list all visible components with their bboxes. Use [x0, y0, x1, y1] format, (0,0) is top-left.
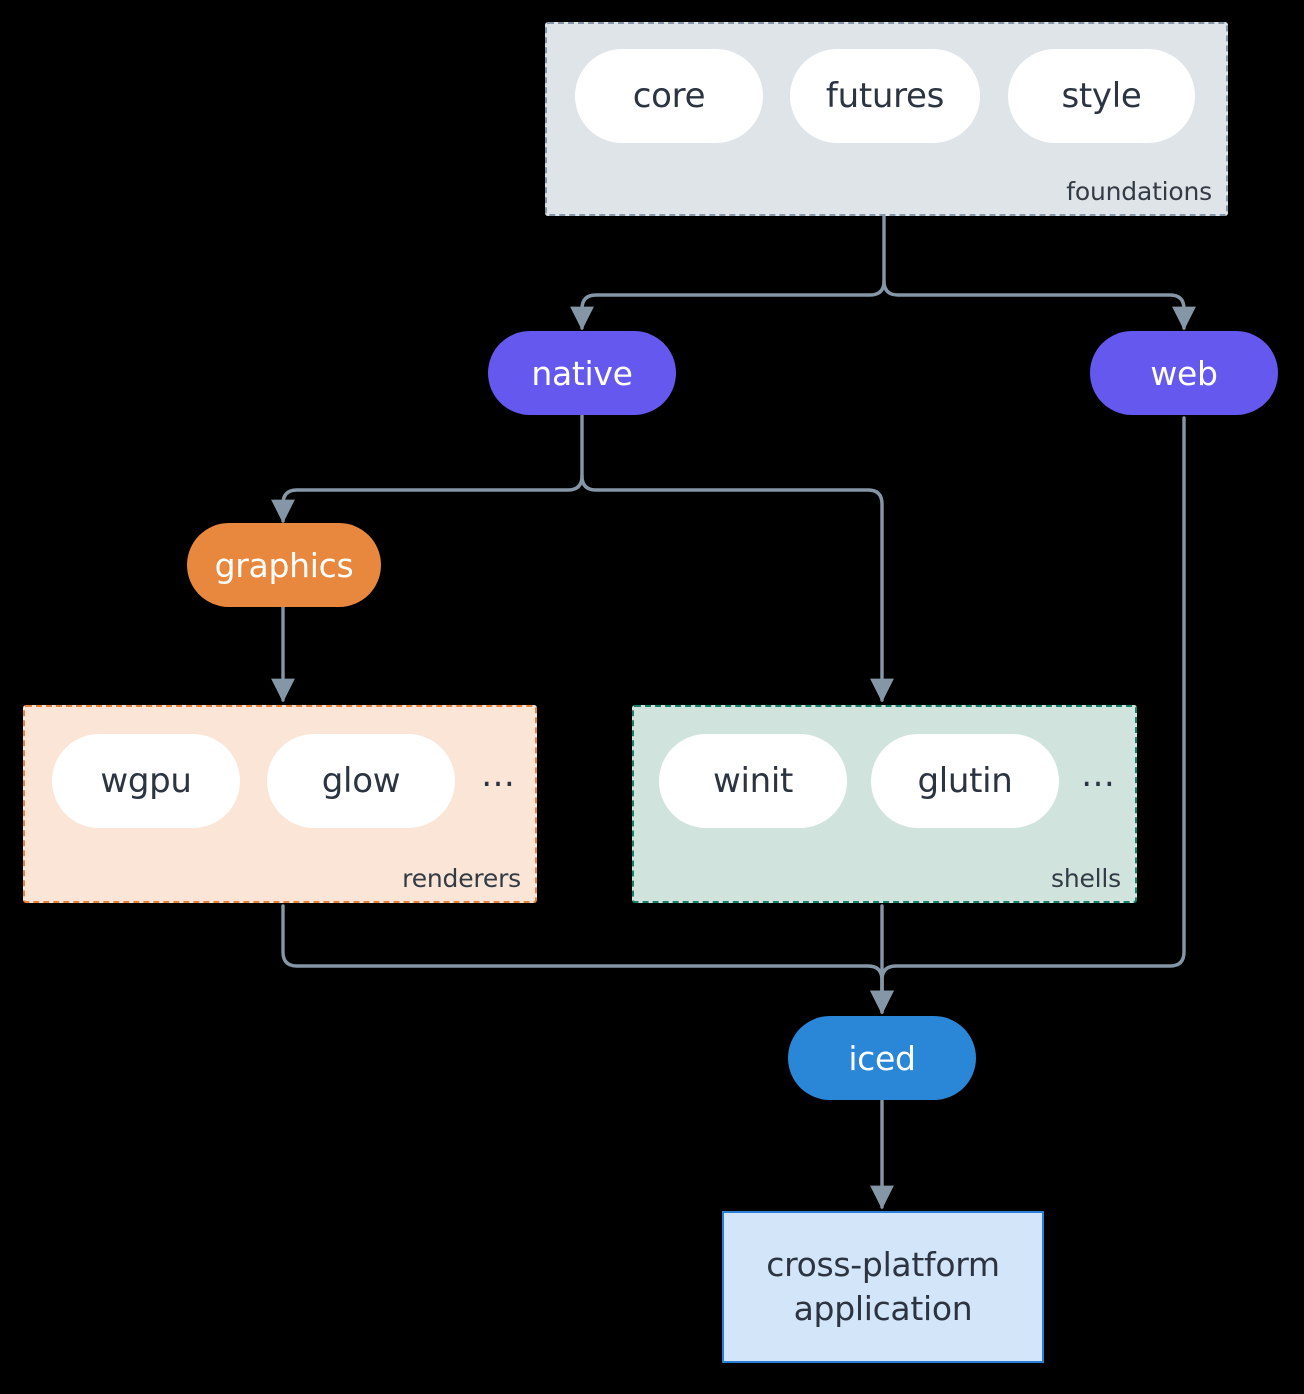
cluster-renderers-label: renderers: [402, 864, 521, 893]
cluster-foundations-label: foundations: [1066, 177, 1212, 206]
node-futures[interactable]: futures: [790, 49, 980, 143]
node-graphics-label: graphics: [214, 545, 354, 585]
node-iced-label: iced: [848, 1038, 916, 1078]
node-glutin-label: glutin: [917, 761, 1013, 801]
node-application-line1: cross-platform: [766, 1245, 1000, 1285]
cluster-shells: winit glutin … shells: [632, 705, 1137, 903]
shells-members: winit glutin …: [659, 734, 1115, 828]
node-glow-label: glow: [321, 761, 401, 801]
edge-foundations-native: [570, 214, 886, 331]
cluster-renderers: wgpu glow … renderers: [23, 705, 537, 903]
node-iced[interactable]: iced: [788, 1016, 976, 1100]
shells-ellipsis: …: [1081, 754, 1115, 795]
node-application[interactable]: cross-platform application: [722, 1211, 1044, 1363]
node-core[interactable]: core: [575, 49, 763, 143]
node-native[interactable]: native: [488, 331, 676, 415]
node-web-label: web: [1150, 353, 1218, 393]
edge-renderers-iced: [281, 904, 894, 1015]
node-winit-label: winit: [712, 761, 794, 801]
node-futures-label: futures: [825, 76, 945, 116]
node-style-label: style: [1061, 76, 1142, 116]
edge-native-graphics: [271, 411, 584, 524]
node-glow[interactable]: glow: [267, 734, 455, 828]
node-style[interactable]: style: [1008, 49, 1195, 143]
foundations-members: core futures style: [575, 49, 1195, 143]
edge-native-shells: [580, 474, 894, 703]
node-native-label: native: [531, 353, 633, 393]
node-core-label: core: [632, 76, 706, 116]
renderers-members: wgpu glow …: [52, 734, 515, 828]
cluster-foundations: core futures style foundations: [545, 22, 1228, 216]
node-wgpu[interactable]: wgpu: [52, 734, 240, 828]
node-graphics[interactable]: graphics: [187, 523, 381, 607]
node-wgpu-label: wgpu: [100, 761, 192, 801]
node-web[interactable]: web: [1090, 331, 1278, 415]
renderers-ellipsis: …: [481, 754, 515, 795]
node-application-line2: application: [793, 1289, 973, 1328]
cluster-shells-label: shells: [1051, 864, 1121, 893]
edge-foundations-web: [882, 279, 1196, 331]
node-winit[interactable]: winit: [659, 734, 847, 828]
node-glutin[interactable]: glutin: [871, 734, 1059, 828]
